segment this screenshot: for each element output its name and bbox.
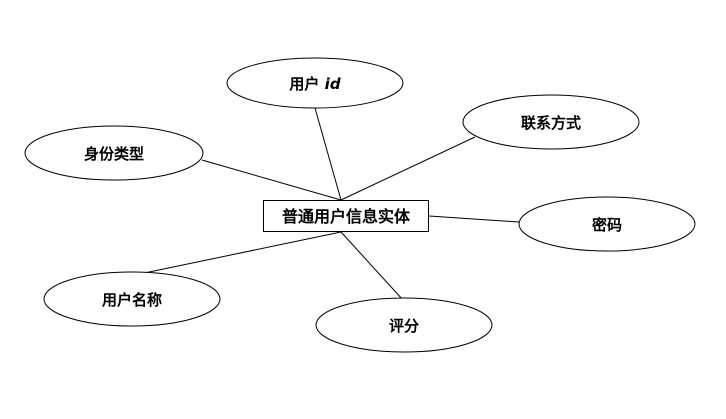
attribute-password: 密码	[518, 196, 696, 252]
attribute-username: 用户名称	[43, 271, 221, 327]
attribute-user-id: 用户 id	[226, 57, 404, 109]
identity-type-label: 身份类型	[84, 145, 144, 163]
rating-label: 评分	[389, 317, 419, 335]
edge-identity-type	[201, 159, 342, 201]
edge-contact	[340, 136, 476, 201]
attribute-identity-type: 身份类型	[24, 125, 204, 181]
attribute-contact: 联系方式	[462, 94, 640, 150]
edge-username	[129, 231, 342, 277]
user-id-label-en: id	[325, 75, 341, 93]
edge-password	[428, 215, 520, 223]
username-label: 用户名称	[102, 291, 162, 309]
contact-label: 联系方式	[521, 114, 581, 132]
entity-label: 普通用户信息实体	[282, 207, 411, 226]
edge-user-id	[314, 107, 342, 201]
user-id-label: 用户	[289, 75, 319, 93]
password-label: 密码	[592, 216, 622, 234]
edge-rating	[340, 231, 404, 301]
svg-text:用户 id: 用户 id	[289, 75, 340, 93]
attribute-rating: 评分	[315, 297, 493, 353]
entity-box: 普通用户信息实体	[263, 200, 429, 232]
